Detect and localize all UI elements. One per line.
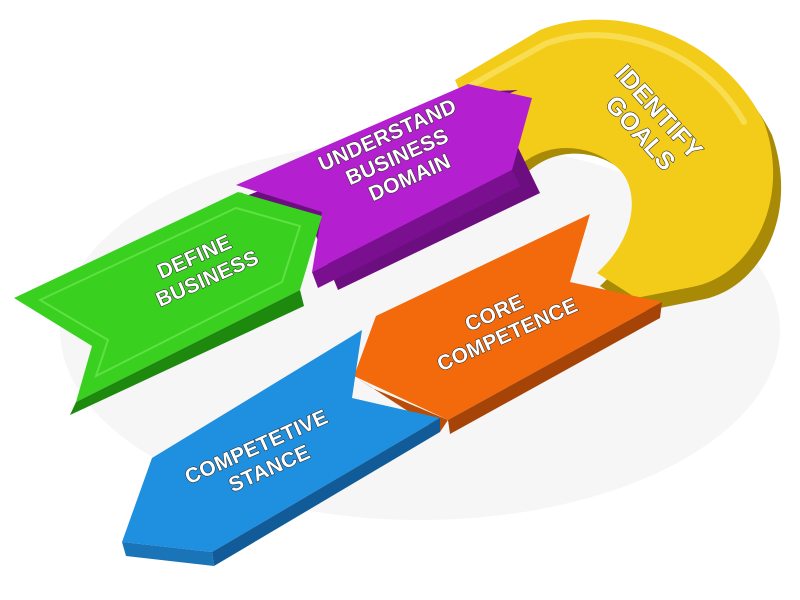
define-business-shape (14, 192, 322, 402)
step-identify-goals: IDENTIFY GOALS (455, 19, 782, 313)
core-competence-edge (448, 302, 662, 434)
step-core-competence: CORE COMPETENCE (354, 214, 662, 434)
competetive-stance-shape (122, 330, 440, 552)
define-business-inner (37, 206, 302, 378)
step-define-business: DEFINE BUSINESS (14, 192, 322, 415)
competetive-stance-tip (122, 542, 214, 566)
understand-business-domain-edge (312, 170, 520, 288)
competetive-stance-edge (212, 418, 440, 566)
define-business-edge (70, 290, 304, 415)
identify-goals-highlight (467, 32, 747, 125)
understand-business-domain-shape (236, 84, 532, 272)
core-competence-shape (354, 214, 662, 420)
identify-goals-shape (455, 19, 774, 298)
